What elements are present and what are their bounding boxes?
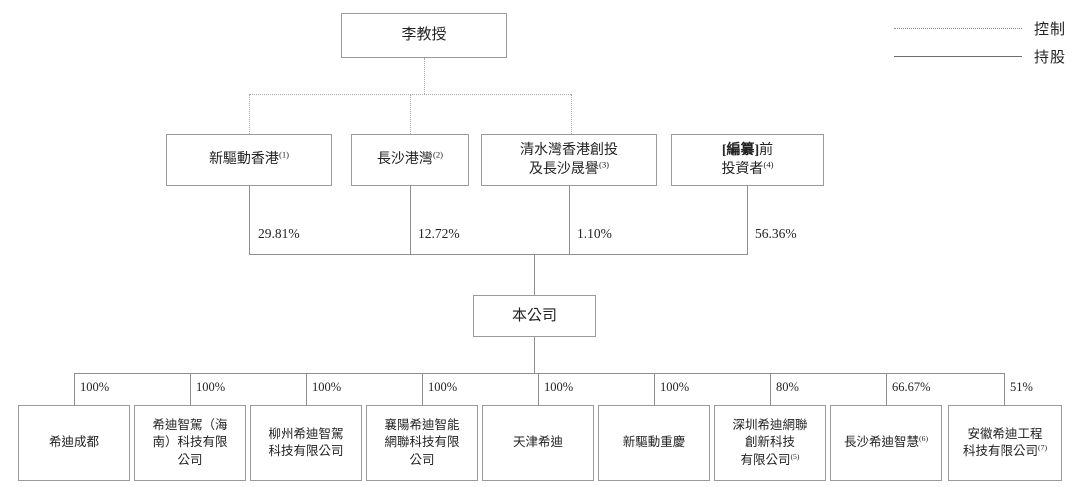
subsidiary-drop-8: [886, 373, 887, 405]
node-subsidiary-8-label: 長沙希迪智慧(6): [843, 434, 929, 450]
legend-label-control: 控制: [1033, 21, 1066, 38]
node-holder-2-label: 長沙港灣(2): [376, 149, 444, 168]
node-holder-1[interactable]: 新驅動香港(1): [166, 134, 332, 186]
percent-holder-4: 56.36%: [755, 226, 797, 241]
holding-line-bus: [249, 254, 748, 255]
node-top-person-label: 李教授: [401, 27, 447, 44]
percent-subsidiary-6: 100%: [660, 380, 690, 394]
node-subsidiary-7[interactable]: 深圳希迪網聯創新科技有限公司(5): [714, 405, 826, 481]
footnote-marker-3: (3): [598, 159, 610, 170]
percent-subsidiary-8: 66.67%: [892, 380, 931, 394]
subsidiary-drop-2: [190, 373, 191, 405]
footnote-marker-7: (7): [1037, 442, 1048, 452]
legend: 控制 持股: [893, 14, 1066, 70]
legend-item-control: 控制: [893, 14, 1066, 42]
node-subsidiary-5-label: 天津希迪: [512, 435, 563, 450]
node-subsidiary-9[interactable]: 安徽希迪工程科技有限公司(7): [948, 405, 1062, 481]
percent-subsidiary-9: 51%: [1010, 380, 1033, 394]
percent-subsidiary-4: 100%: [428, 380, 458, 394]
subsidiary-drop-1: [74, 373, 75, 405]
control-line-stem: [424, 58, 425, 94]
node-subsidiary-6-label: 新驅動重慶: [622, 435, 686, 450]
percent-subsidiary-2: 100%: [196, 380, 226, 394]
legend-item-shareholding: 持股: [893, 42, 1066, 70]
subsidiary-drop-5: [538, 373, 539, 405]
subsidiary-drop-3: [306, 373, 307, 405]
holding-line-1: [249, 186, 250, 254]
node-holder-3-label: 清水灣香港創投及長沙晟譽(3): [520, 142, 618, 177]
node-subsidiary-1[interactable]: 希迪成都: [18, 405, 130, 481]
node-holder-4[interactable]: [編纂]前投資者(4): [671, 134, 824, 186]
holding-line-3: [569, 186, 570, 254]
subsidiary-drop-6: [654, 373, 655, 405]
holding-line-2: [410, 186, 411, 254]
control-line-to-holder-1: [249, 94, 250, 134]
footnote-marker-1: (1): [278, 149, 290, 160]
node-subsidiary-1-label: 希迪成都: [48, 435, 99, 450]
subsidiary-line-stem: [534, 337, 535, 373]
node-subsidiary-2-label: 希迪智駕（海南）科技有限公司: [152, 418, 228, 467]
percent-subsidiary-5: 100%: [544, 380, 574, 394]
node-subsidiary-4[interactable]: 襄陽希迪智能網聯科技有限公司: [366, 405, 478, 481]
holding-line-4: [747, 186, 748, 254]
node-company[interactable]: 本公司: [473, 295, 596, 337]
solid-line-icon: [893, 55, 1022, 57]
node-subsidiary-8[interactable]: 長沙希迪智慧(6): [830, 405, 942, 481]
node-holder-4-label: [編纂]前投資者(4): [721, 142, 774, 177]
percent-holder-3: 1.10%: [577, 226, 612, 241]
node-subsidiary-5[interactable]: 天津希迪: [482, 405, 594, 481]
footnote-marker-5: (5): [790, 451, 800, 461]
node-company-label: 本公司: [511, 307, 557, 324]
node-subsidiary-3-label: 柳州希迪智駕科技有限公司: [268, 426, 344, 458]
percent-holder-1: 29.81%: [258, 226, 300, 241]
legend-label-shareholding: 持股: [1033, 49, 1066, 66]
dotted-line-icon: [893, 27, 1022, 29]
footnote-marker-4: (4): [763, 159, 774, 170]
percent-subsidiary-7: 80%: [776, 380, 799, 394]
node-top-person[interactable]: 李教授: [341, 13, 507, 58]
node-subsidiary-7-label: 深圳希迪網聯創新科技有限公司(5): [732, 418, 808, 467]
subsidiary-drop-9: [1004, 373, 1005, 405]
node-subsidiary-9-label: 安徽希迪工程科技有限公司(7): [962, 426, 1048, 458]
redacted-token: [編纂]: [721, 142, 760, 158]
node-subsidiary-6[interactable]: 新驅動重慶: [598, 405, 710, 481]
control-line-to-holder-2: [410, 94, 411, 134]
node-subsidiary-4-label: 襄陽希迪智能網聯科技有限公司: [384, 418, 460, 467]
subsidiary-line-bus: [74, 373, 1005, 374]
percent-subsidiary-3: 100%: [312, 380, 342, 394]
node-holder-2[interactable]: 長沙港灣(2): [351, 134, 469, 186]
percent-subsidiary-1: 100%: [80, 380, 110, 394]
subsidiary-drop-7: [770, 373, 771, 405]
footnote-marker-6: (6): [918, 434, 929, 444]
node-subsidiary-3[interactable]: 柳州希迪智駕科技有限公司: [250, 405, 362, 481]
footnote-marker-2: (2): [432, 149, 444, 160]
holding-line-to-company: [534, 254, 535, 295]
node-holder-3[interactable]: 清水灣香港創投及長沙晟譽(3): [481, 134, 657, 186]
node-subsidiary-2[interactable]: 希迪智駕（海南）科技有限公司: [134, 405, 246, 481]
subsidiary-drop-4: [422, 373, 423, 405]
node-holder-1-label: 新驅動香港(1): [208, 149, 290, 168]
percent-holder-2: 12.72%: [418, 226, 460, 241]
control-line-to-holder-3: [571, 94, 572, 134]
